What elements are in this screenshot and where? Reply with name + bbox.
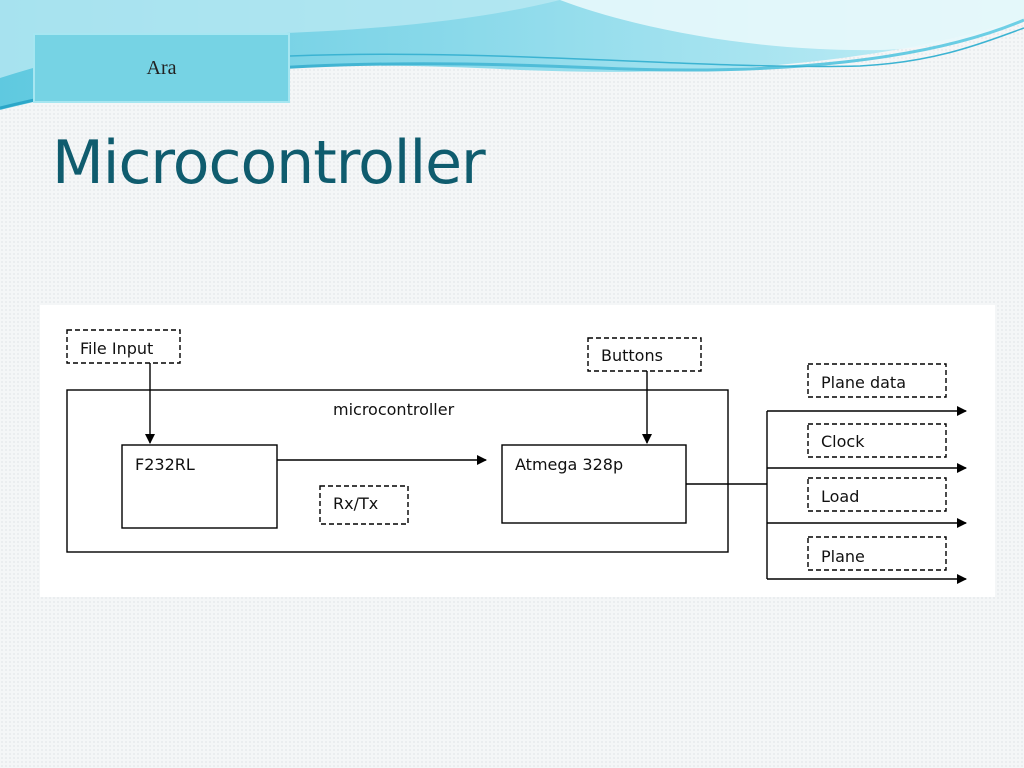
slide-title: Microcontroller xyxy=(52,128,486,198)
plane-label: Plane xyxy=(821,547,865,566)
clock-dashed-box xyxy=(807,423,947,458)
rxtx-dashed-box xyxy=(319,485,409,525)
block-diagram: File Input Buttons microcontroller F232R… xyxy=(40,305,995,597)
f232rl-label: F232RL xyxy=(135,455,195,474)
diagram-lines xyxy=(66,329,967,584)
buttons-label: Buttons xyxy=(601,346,663,365)
atmega-label: Atmega 328p xyxy=(515,455,624,474)
load-label: Load xyxy=(821,487,860,506)
author-box: Ara xyxy=(33,33,290,103)
file-input-label: File Input xyxy=(80,339,154,358)
plane-dashed-box xyxy=(807,536,947,571)
rxtx-label: Rx/Tx xyxy=(333,494,379,513)
microcontroller-container xyxy=(66,389,729,553)
header-wave-decoration xyxy=(0,0,1024,110)
clock-label: Clock xyxy=(821,432,865,451)
plane-data-label: Plane data xyxy=(821,373,907,392)
buttons-dashed-box xyxy=(587,337,702,372)
load-dashed-box xyxy=(807,477,947,512)
plane-data-dashed-box xyxy=(807,363,947,398)
container-label: microcontroller xyxy=(333,400,455,419)
author-name: Ara xyxy=(146,56,177,79)
file-input-dashed-box xyxy=(66,329,181,364)
f232rl-block xyxy=(121,444,278,529)
